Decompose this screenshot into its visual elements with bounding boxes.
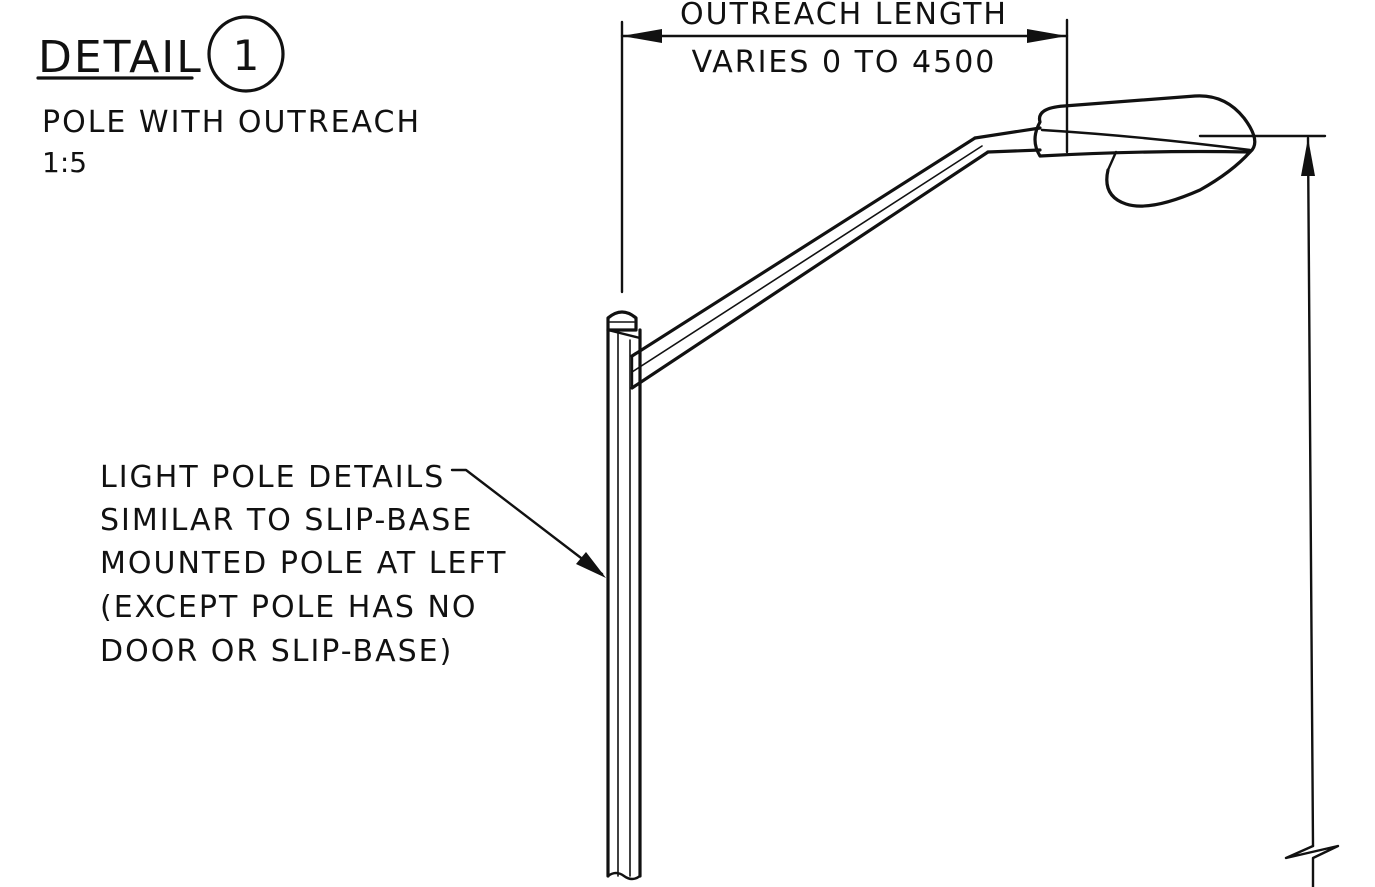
outreach-dimension: OUTREACH LENGTH VARIES 0 TO 4500	[620, 0, 1069, 294]
dimension-arrow-right	[1027, 29, 1067, 43]
detail-subtitle: POLE WITH OUTREACH	[42, 105, 421, 140]
dimension-arrow-left	[622, 29, 662, 43]
arm-facet-line	[631, 145, 983, 373]
pole-break-bottom	[606, 871, 642, 881]
arm-lower-edge	[630, 150, 990, 390]
detail-number: 1	[233, 31, 260, 80]
luminaire	[1033, 94, 1257, 208]
detail-scale: 1:5	[42, 146, 87, 179]
luminaire-lens	[1105, 150, 1252, 208]
pole-top-edge	[606, 328, 642, 340]
light-pole	[606, 310, 642, 881]
luminaire-parting-line	[1040, 128, 1252, 152]
detail-title-block: DETAIL 1 POLE WITH OUTREACH 1:5	[36, 15, 421, 179]
height-dimension-line	[1306, 136, 1315, 848]
note-leader-line	[450, 468, 604, 576]
detail-number-circle	[207, 15, 285, 93]
arm-upper-edge	[630, 136, 977, 358]
detail-label: DETAIL	[38, 32, 203, 83]
dimension-label-line1: OUTREACH LENGTH	[680, 0, 1008, 32]
note-leader-arrow	[576, 552, 606, 578]
note-line-4: (EXCEPT POLE HAS NO	[100, 590, 478, 625]
note-line-3: MOUNTED POLE AT LEFT	[100, 546, 508, 581]
note-line-1: LIGHT POLE DETAILS	[100, 460, 445, 495]
note-line-5: DOOR OR SLIP-BASE)	[100, 634, 453, 669]
height-arrow-top	[1301, 138, 1315, 176]
arm-tip-upper	[973, 126, 1042, 140]
luminaire-lens-edge	[1106, 150, 1118, 172]
pole-note: LIGHT POLE DETAILS SIMILAR TO SLIP-BASE …	[100, 460, 606, 669]
dimension-label-line2: VARIES 0 TO 4500	[692, 45, 997, 80]
luminaire-housing	[1033, 94, 1257, 158]
note-line-2: SIMILAR TO SLIP-BASE	[100, 503, 473, 538]
arm-tip-lower	[986, 148, 1042, 154]
height-break-symbol	[1284, 844, 1340, 887]
height-dimension	[1198, 134, 1340, 887]
outreach-arm	[630, 126, 1042, 390]
pole-cap	[606, 310, 638, 332]
